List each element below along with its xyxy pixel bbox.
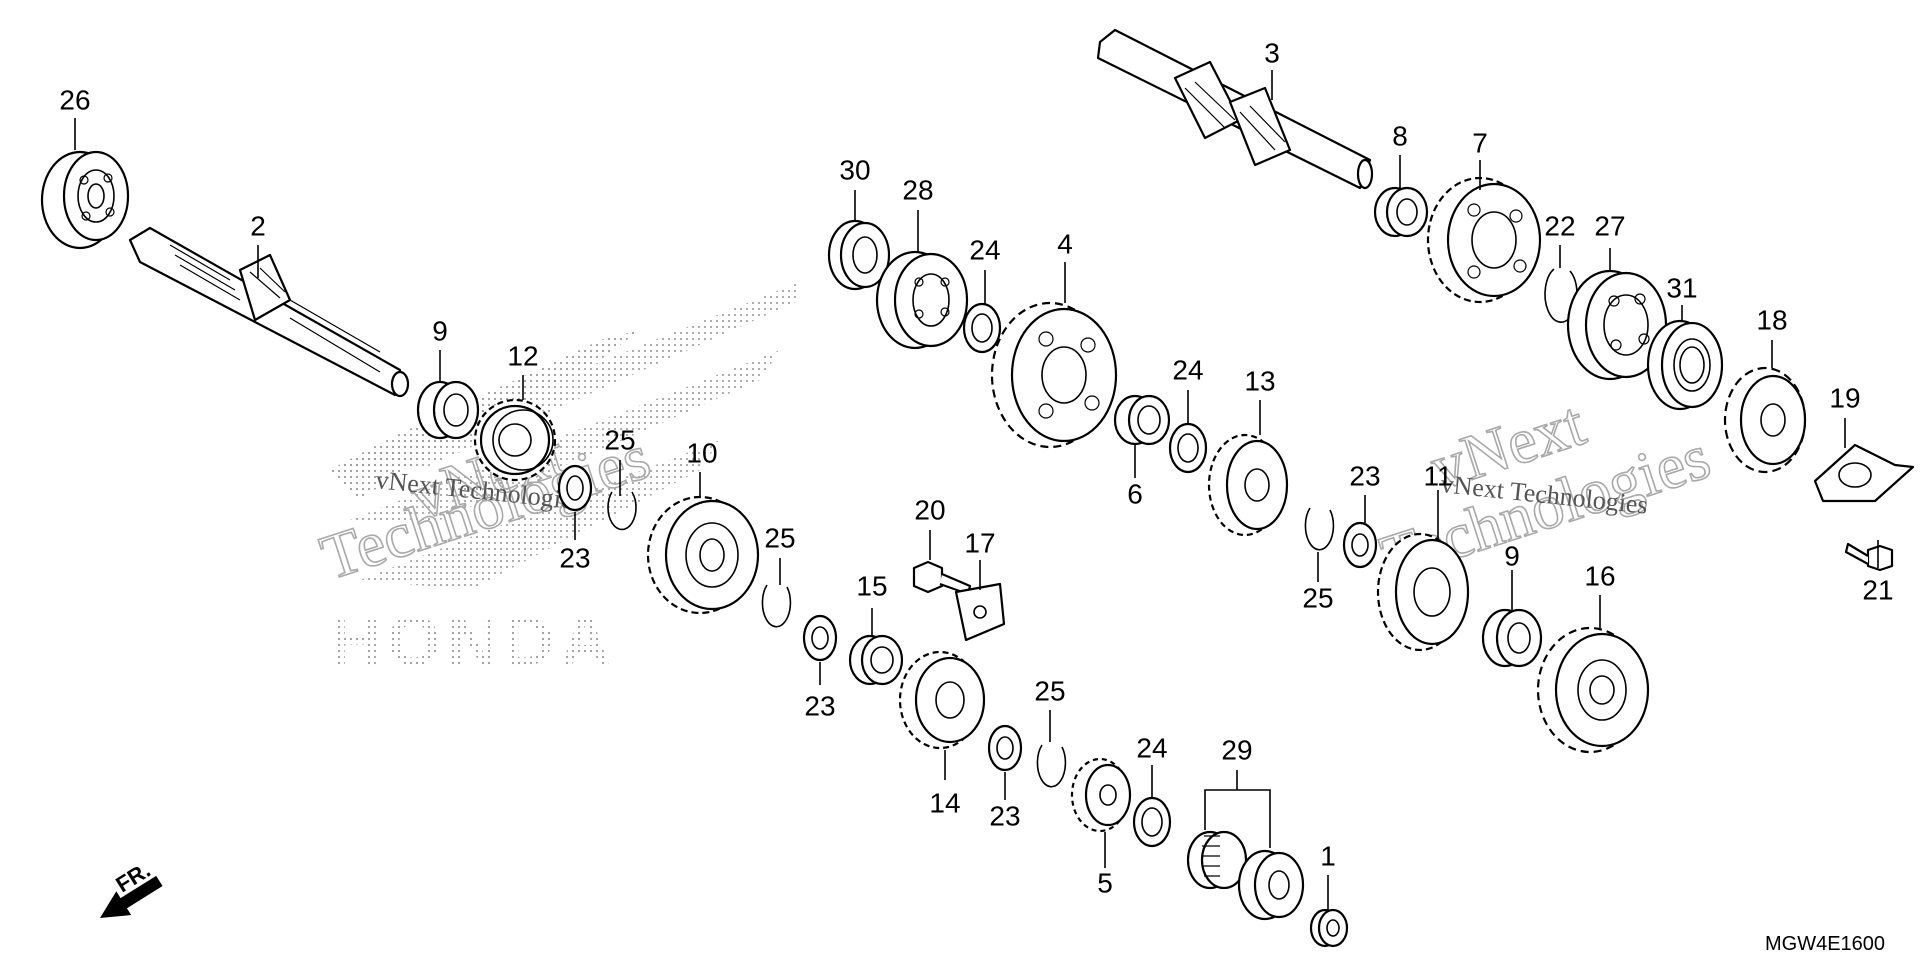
part-17-plate[interactable] [954,582,1006,642]
callout-4: 4 [1057,228,1073,259]
callout-7: 7 [1472,127,1488,158]
callout-25-b: 25 [764,522,795,553]
callout-18: 18 [1756,304,1787,335]
callout-numbers: 26 2 3 8 7 22 27 31 18 19 21 9 12 25 10 … [59,37,1893,898]
part-12-gear[interactable] [473,398,557,482]
part-13-gear[interactable] [1207,433,1289,537]
part-30-seal[interactable] [827,219,891,291]
callout-9-left: 9 [432,315,448,346]
part-18-sprocket[interactable] [1723,366,1807,474]
callout-10: 10 [686,437,717,468]
callout-23-c: 23 [989,800,1020,831]
callout-9-right: 9 [1504,540,1520,571]
part-3-countershaft[interactable] [1096,28,1374,190]
part-31-oil-seal[interactable] [1646,319,1724,411]
callout-29: 29 [1221,734,1252,765]
part-7-gear[interactable] [1426,176,1542,304]
part-15-bushing[interactable] [848,634,904,686]
callout-14: 14 [929,787,960,818]
part-24-washer-b[interactable] [1168,422,1208,474]
callout-12: 12 [507,340,538,371]
callout-5: 5 [1097,867,1113,898]
part-2-mainshaft[interactable] [128,226,410,398]
callout-25-c: 25 [1034,675,1065,706]
part-27-bearing[interactable] [1566,269,1668,381]
callout-17: 17 [964,527,995,558]
callout-28: 28 [902,174,933,205]
callout-19: 19 [1829,382,1860,413]
part-14-gear[interactable] [898,650,986,750]
honda-brand-watermark: HONDA [330,602,617,680]
part-11-gear[interactable] [1376,532,1470,652]
part-8-bushing[interactable] [1373,186,1429,238]
callout-25-d: 25 [1302,582,1333,613]
callout-30: 30 [839,154,870,185]
callout-13: 13 [1244,365,1275,396]
part-5-gear[interactable] [1070,757,1132,833]
diagram-code: MGW4E1600 [1765,933,1885,955]
callout-16: 16 [1584,560,1615,591]
callout-11: 11 [1423,460,1452,491]
front-direction-indicator: FR. [100,857,163,918]
callout-8: 8 [1392,120,1408,151]
leader-lines [74,70,1879,910]
callout-21: 21 [1862,574,1893,605]
part-23-washer-d[interactable] [1342,521,1378,569]
part-16-gear[interactable] [1536,626,1650,754]
callout-23-d: 23 [1349,460,1380,491]
part-24-washer-c[interactable] [1132,796,1172,848]
part-23-washer-b[interactable] [802,614,838,662]
callout-25-a: 25 [604,424,635,455]
callout-24-a: 24 [969,234,1000,265]
part-26-bearing[interactable] [40,150,130,250]
callout-26: 26 [59,84,90,115]
part-9-bushing-right[interactable] [1481,608,1543,668]
callout-27: 27 [1594,210,1625,241]
callout-3: 3 [1264,37,1280,68]
part-4-gear[interactable] [990,301,1118,449]
part-25-circlip-b[interactable] [761,584,792,628]
callout-24-b: 24 [1172,354,1203,385]
callout-15: 15 [856,570,887,601]
callout-1: 1 [1320,840,1336,871]
callout-24-c: 24 [1136,732,1167,763]
part-22-circlip[interactable] [1544,268,1578,323]
part-6-bushing[interactable] [1113,394,1171,446]
part-23-washer-c[interactable] [987,724,1023,772]
front-arrow-icon [100,875,163,918]
callout-23-a: 23 [559,542,590,573]
part-10-gear[interactable] [646,495,760,615]
callout-20: 20 [914,494,945,525]
callout-22: 22 [1544,210,1575,241]
part-24-washer-a[interactable] [962,302,1002,354]
part-23-washer-a[interactable] [557,464,593,512]
callout-31: 31 [1666,272,1697,303]
callout-6: 6 [1127,478,1143,509]
part-20-bolt[interactable] [912,560,972,596]
part-29-collar[interactable] [1237,849,1305,921]
part-28-bearing[interactable] [875,250,969,350]
part-29-needle-bearing[interactable] [1186,830,1248,890]
callout-2: 2 [250,210,266,241]
part-25-circlip-a[interactable] [607,491,637,531]
part-25-circlip-c[interactable] [1036,744,1067,788]
part-19-plate[interactable] [1813,443,1915,503]
part-21-bolt[interactable] [1844,542,1894,572]
part-25-circlip-d[interactable] [1304,507,1335,551]
callout-23-b: 23 [804,690,835,721]
part-1-nut[interactable] [1309,908,1349,948]
part-9-bushing-left[interactable] [416,380,480,440]
